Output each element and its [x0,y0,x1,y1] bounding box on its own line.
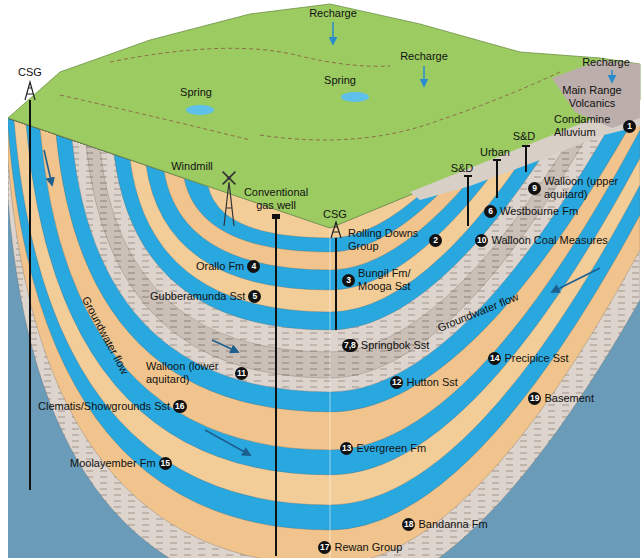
formation-name: Gubberamunda Sst [150,290,245,303]
flow-label: Groundwater flow [436,290,521,334]
callout-number: 4 [247,260,260,273]
formation-name: Westbourne Fm [500,205,578,218]
formation-name: Bungil Fm/ Mooga Sst [358,267,424,293]
formation-callout: Walloon Coal Measures10 [475,234,608,247]
windmill-tower [224,182,234,226]
formation-callout: Walloon (lower aquitard)11 [146,360,248,386]
formation-callout: Condamine Alluvium1 [554,113,636,139]
formation-callout: Rolling Downs Group2 [348,227,442,253]
formation-callout: Bandanna Fm18 [402,518,488,531]
spring-label: Spring [324,74,356,87]
formation-name: Clematis/Showgrounds Sst [38,400,170,413]
well-line [496,160,498,198]
callout-number: 18 [402,518,415,531]
flow-arrow [205,430,250,455]
recharge-arrow [423,66,425,86]
callout-number: 17 [318,541,331,554]
spring-pond [186,105,214,115]
formation-name: Basement [544,392,594,405]
formation-callout: Gubberamunda Sst5 [150,290,261,303]
well-label: Urban [480,146,510,159]
formation-name: Springbok Sst [361,339,429,352]
formation-name: Precipice Sst [504,352,568,365]
formation-callout: Walloon (upper aquitard)9 [528,175,636,201]
block-edge [330,228,331,558]
formation-callout: Basement19 [528,392,594,405]
recharge-arrow [611,70,613,82]
outcrop-line [110,48,390,66]
callout-number: 13 [340,442,353,455]
flow-arrow [212,340,238,352]
callout-number: 14 [488,352,501,365]
well-label: Windmill [171,160,213,173]
recharge-label: Recharge [582,56,630,69]
callout-number: 7,8 [342,339,358,352]
callout-number: 10 [475,234,488,247]
alluvium-region [410,100,640,200]
formation-name: Walloon (upper aquitard) [544,175,636,201]
callout-number: 11 [235,367,248,380]
csg-derrick [25,82,35,100]
callout-number: 16 [173,400,186,413]
well-line [29,100,31,490]
spring-label: Spring [180,86,212,99]
land-surface [8,4,640,228]
gas-wellhead [272,214,280,219]
callout-number: 1 [623,120,636,133]
formation-callout: Rewan Group17 [318,541,402,554]
callout-number: 12 [390,376,403,389]
flow-arrow [552,268,600,292]
formation-callout: Evergreen Fm13 [340,442,426,455]
formation-name: Bandanna Fm [418,518,487,531]
formation-name: Hutton Sst [406,376,457,389]
outcrop-line [60,95,250,140]
formation-callout: Moolayember Fm15 [70,457,172,470]
well-label: S&D [513,130,536,143]
formation-callout: Bungil Fm/ Mooga Sst3 [342,267,424,293]
formation-callout: Precipice Sst14 [488,352,569,365]
formation-name: Evergreen Fm [356,442,426,455]
recharge-label: Recharge [309,7,357,20]
formation-name: Rewan Group [334,541,402,554]
recharge-arrow [332,22,334,44]
region-label: Main Range Volcanics [559,84,625,110]
windmill-blades [223,172,236,185]
well-line [525,146,527,172]
formation-name: Rolling Downs Group [348,227,426,253]
callout-number: 19 [528,392,541,405]
flow-arrow [44,150,52,185]
well-line [275,219,277,556]
spring-pond [341,92,369,102]
callout-number: 15 [159,457,172,470]
formation-name: Moolayember Fm [70,457,156,470]
well-line [335,238,337,330]
formation-name: Walloon Coal Measures [491,234,607,247]
recharge-label: Recharge [400,50,448,63]
csg-derrick [331,222,341,238]
flow-label: Groundwater flow [79,294,131,376]
callout-number: 2 [429,234,442,247]
formation-name: Condamine Alluvium [554,113,620,139]
callout-number: 3 [342,274,355,287]
windmill-hub [227,176,231,180]
well-label: S&D [451,162,474,175]
formation-callout: Springbok Sst7,8 [342,339,429,352]
well-label: CSG [18,66,42,79]
formation-name: Orallo Fm [196,260,244,273]
formation-callout: Orallo Fm4 [196,260,260,273]
well-line [467,176,469,226]
formation-name: Walloon (lower aquitard) [146,360,232,386]
well-label: CSG [323,208,347,221]
formation-callout: Hutton Sst12 [390,376,458,389]
callout-number: 5 [248,290,261,303]
callout-number: 6 [484,205,497,218]
well-label: Conventional gas well [240,186,312,212]
formation-callout: Clematis/Showgrounds Sst16 [38,400,187,413]
callout-number: 9 [528,182,541,195]
formation-callout: Westbourne Fm6 [484,205,578,218]
